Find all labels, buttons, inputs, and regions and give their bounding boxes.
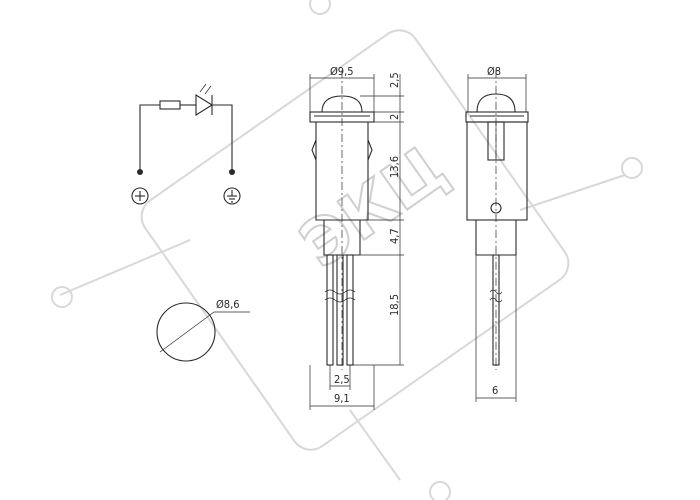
- watermark-circle: [429, 481, 451, 500]
- top-diameter-label: Ø8: [487, 65, 501, 78]
- dim-total-width: 9,1: [334, 392, 350, 405]
- snap-clip-right: [367, 139, 373, 161]
- body: [466, 121, 528, 221]
- ground-terminal-icon: [223, 187, 241, 205]
- lead-wire: [336, 254, 344, 366]
- watermark-line: [519, 174, 626, 211]
- break-mark: [489, 289, 503, 295]
- top-diameter-label: Ø9,5: [330, 65, 354, 78]
- watermark-line: [349, 409, 401, 481]
- hole-circle: [156, 302, 216, 362]
- watermark-frame: [140, 29, 570, 451]
- watermark-line: [59, 239, 191, 296]
- dim-leads: 18,5: [388, 294, 401, 316]
- watermark-circle: [621, 157, 643, 179]
- flange: [465, 111, 529, 123]
- break-mark: [324, 289, 356, 295]
- light-ray: [199, 83, 207, 93]
- front-view: Ø8 6: [465, 65, 529, 402]
- panel-hole: Ø8,6: [156, 298, 250, 362]
- terminal-dot: [137, 169, 143, 175]
- plus-terminal-icon: [131, 187, 149, 205]
- wire-right: [212, 104, 233, 170]
- watermark-circle: [51, 286, 73, 308]
- dim-body: 13,6: [388, 156, 401, 178]
- hole-diameter-line: [159, 311, 215, 353]
- led-schematic: [131, 83, 241, 205]
- wire-left: [139, 104, 160, 170]
- resistor-symbol: [159, 100, 181, 110]
- hole-diameter-label: Ø8,6: [216, 298, 240, 311]
- break-mark: [324, 297, 356, 303]
- light-ray: [204, 85, 212, 95]
- snap-clip-left: [311, 139, 317, 161]
- side-view: Ø9,5 2,5 2 13,6 4,7 18,5 2,5 9,1: [309, 65, 404, 410]
- lead-wire: [346, 254, 354, 366]
- lens-dome: [321, 95, 363, 113]
- watermark-circle: [309, 0, 331, 15]
- diode-symbol: [195, 94, 214, 116]
- dim-flange: 2: [388, 114, 401, 120]
- dim-cap-height: 2,5: [388, 72, 401, 88]
- dim-bottom-width: 6: [492, 384, 498, 397]
- terminal-dot: [229, 169, 235, 175]
- dim-lead-pitch: 2,5: [334, 373, 350, 386]
- dim-neck: 4,7: [388, 228, 401, 244]
